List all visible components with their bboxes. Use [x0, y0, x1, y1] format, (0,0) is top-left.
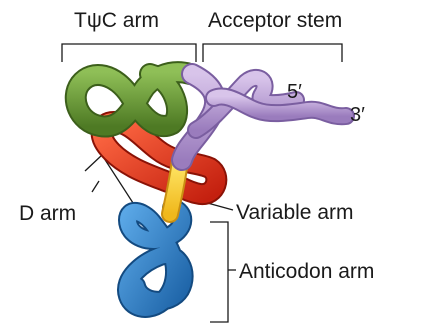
acceptor-stem-tube: [182, 74, 346, 160]
tpsic-arm-label: TψC arm: [74, 9, 159, 32]
five-prime-label: 5′: [287, 81, 302, 103]
tpsic-arm-bracket: [62, 44, 196, 62]
acceptor-stem-label: Acceptor stem: [208, 9, 342, 32]
three-prime-label: 3′: [350, 104, 365, 126]
anticodon-arm-tube: [127, 208, 184, 308]
anticodon-arm-bracket: [210, 222, 236, 322]
acceptor-stem-bracket: [203, 44, 342, 62]
variable-arm-label: Variable arm: [236, 201, 354, 224]
d-arm-label: D arm: [19, 202, 76, 225]
anticodon-arm-label: Anticodon arm: [239, 260, 374, 283]
tpsic-arm-tube: [76, 72, 190, 126]
